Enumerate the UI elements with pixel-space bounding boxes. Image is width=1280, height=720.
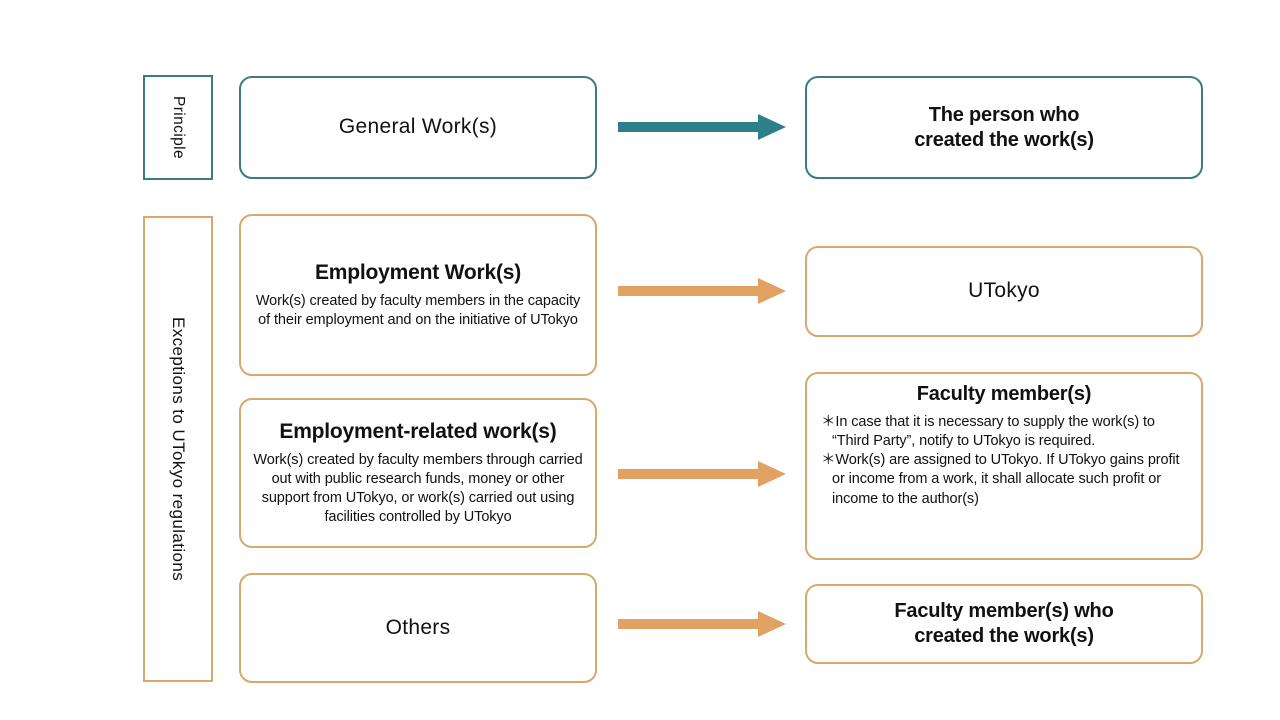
target-box-faculty-member-notes: ＊In case that it is necessary to supply … [817,413,1191,509]
source-box-general-works-title: General Work(s) [338,115,498,139]
target-box-faculty-member-title: Faculty member(s) [916,383,1092,405]
category-label-exceptions: Exceptions to UTokyo regulations [169,316,188,582]
target-box-utokyo-title: UTokyo [968,279,1040,303]
target-box-faculty-member-who-created-title: Faculty member(s) who created the work(s… [894,600,1114,647]
source-box-employment-work-body: Work(s) created by faculty members in th… [255,293,581,329]
source-box-others: Others [239,573,597,683]
target-box-faculty-member: Faculty member(s) ＊In case that it is ne… [805,372,1203,560]
category-bracket-principle: Principle [143,75,213,180]
source-box-employment-related-work-title: Employment-related work(s) [279,419,557,443]
faculty-note-2: ＊Work(s) are assigned to UTokyo. If UTok… [821,452,1180,507]
source-box-employment-work: Employment Work(s) Work(s) created by fa… [239,214,597,376]
faculty-note-1: ＊In case that it is necessary to supply … [821,414,1155,450]
arrow-right-orange-4 [618,611,786,637]
arrow-right-orange-2 [618,278,786,304]
target-box-person-who-created: The person who created the work(s) [805,76,1203,179]
source-box-employment-work-title: Employment Work(s) [314,260,522,284]
target-box-utokyo: UTokyo [805,246,1203,337]
category-label-principle: Principle [170,95,187,160]
target-box-person-who-created-title: The person who created the work(s) [914,103,1094,151]
source-box-employment-related-work: Employment-related work(s) Work(s) creat… [239,398,597,548]
source-box-general-works: General Work(s) [239,76,597,179]
target-box-faculty-member-who-created: Faculty member(s) who created the work(s… [805,584,1203,664]
source-box-employment-related-work-body: Work(s) created by faculty members throu… [253,451,583,526]
arrow-right-teal-1 [618,114,786,140]
source-box-others-title: Others [385,615,451,639]
category-bracket-exceptions: Exceptions to UTokyo regulations [143,216,213,682]
arrow-right-orange-3 [618,461,786,487]
